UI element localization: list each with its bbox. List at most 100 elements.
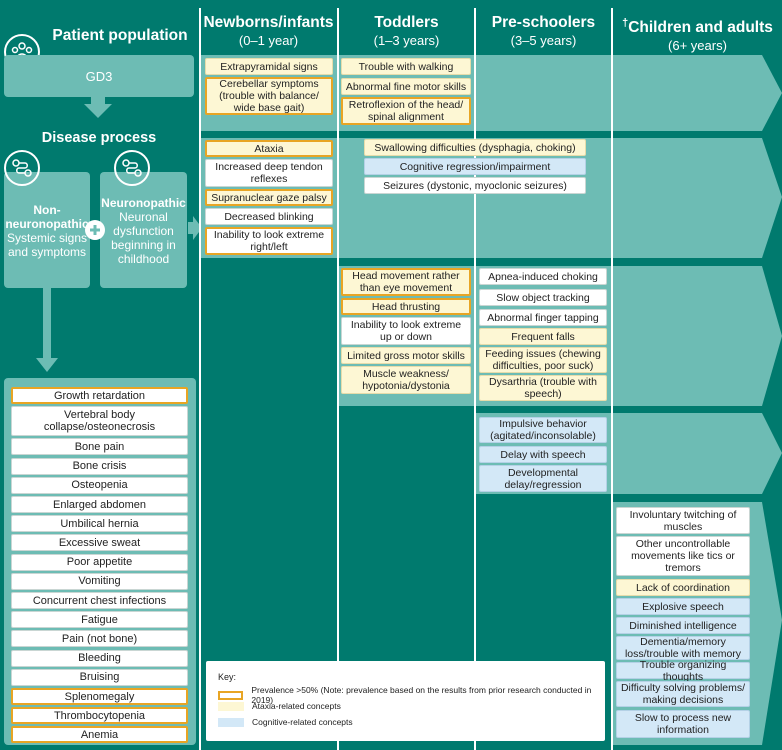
- symptom-box: Ataxia: [205, 140, 333, 157]
- column-subtitle: (0–1 year): [238, 33, 299, 48]
- symptom-box: Inability to look extreme right/left: [205, 227, 333, 255]
- neuronopathic-box: Neuronopathic Neuronal dysfunction begin…: [100, 172, 187, 288]
- legend-swatch-prevalence: [218, 690, 244, 700]
- systemic-item: Poor appetite: [11, 553, 188, 571]
- symptom-box: Diminished intelligence: [616, 617, 750, 634]
- symptom-box: Increased deep tendon reflexes: [205, 159, 333, 187]
- column-divider: [199, 8, 201, 750]
- symptom-box: Swallowing difficulties (dysphagia, chok…: [364, 139, 586, 156]
- legend-swatch-cognitive: [218, 717, 244, 727]
- band-2: [200, 138, 782, 258]
- symptom-box: Slow object tracking: [479, 289, 607, 306]
- non-neuronopathic-desc: Systemic signs and symptoms: [6, 231, 88, 259]
- symptom-box: Inability to look extreme up or down: [341, 317, 471, 345]
- symptom-box: Seizures (dystonic, myoclonic seizures): [364, 177, 586, 194]
- disease-process-title: Disease process: [41, 130, 157, 146]
- column-divider: [611, 8, 613, 750]
- systemic-item: Concurrent chest infections: [11, 592, 188, 609]
- column-header-newborns: Newborns/infants (0–1 year): [200, 14, 337, 49]
- systemic-item: Bleeding: [11, 649, 188, 667]
- column-divider: [337, 8, 339, 750]
- symptom-box: Feeding issues (chewing difficulties, po…: [479, 347, 607, 373]
- legend-label: Cognitive-related concepts: [252, 717, 353, 727]
- legend-title: Key:: [218, 672, 237, 682]
- column-subtitle: (6+ years): [668, 38, 727, 54]
- systemic-item: Anemia: [11, 726, 188, 744]
- column-divider: [474, 8, 476, 750]
- symptom-box: Slow to process new information: [616, 710, 750, 738]
- symptom-box: Head movement rather than eye movement: [341, 268, 471, 296]
- gd3-box: GD3: [4, 55, 194, 97]
- symptom-box: Abnormal fine motor skills: [341, 78, 471, 95]
- column-title: Toddlers: [374, 14, 439, 31]
- symptom-box: Delay with speech: [479, 446, 607, 463]
- systemic-item: Excessive sweat: [11, 534, 188, 552]
- column-title: Newborns/infants: [203, 14, 334, 31]
- down-arrow-systemic: [36, 288, 58, 372]
- column-subtitle: (1–3 years): [373, 33, 440, 48]
- symptom-box: Supranuclear gaze palsy: [205, 189, 333, 206]
- systemic-item: Vertebral body collapse/osteonecrosis: [11, 406, 188, 437]
- legend-ataxia: Ataxia-related concepts: [218, 701, 341, 711]
- neuronopathic-label: Neuronopathic: [101, 196, 186, 210]
- symptom-box: Lack of coordination: [616, 579, 750, 596]
- systemic-item: Bone crisis: [11, 457, 188, 475]
- patient-population-title: Patient population: [52, 27, 188, 44]
- process-icon: [114, 150, 150, 186]
- systemic-item: Enlarged abdomen: [11, 496, 188, 513]
- symptom-box: Cerebellar symptoms (trouble with balanc…: [205, 77, 333, 115]
- symptom-box: Impulsive behavior (agitated/inconsolabl…: [479, 417, 607, 443]
- systemic-item: Pain (not bone): [11, 630, 188, 648]
- systemic-item: Bruising: [11, 668, 188, 686]
- legend-key: Key: Prevalence >50% (Note: prevalence b…: [206, 661, 605, 741]
- symptom-box: Difficulty solving problems/ making deci…: [616, 681, 750, 707]
- symptom-box: Extrapyramidal signs: [205, 58, 333, 75]
- non-neuronopathic-label-1: Non-: [33, 203, 61, 217]
- column-title: Children and adults: [628, 19, 773, 37]
- symptom-box: Other uncontrollable movements like tics…: [616, 536, 750, 576]
- legend-swatch-ataxia: [218, 701, 244, 711]
- process-icon: [4, 150, 40, 186]
- symptom-box: Cognitive regression/impairment: [364, 158, 586, 175]
- legend-prevalence: Prevalence >50% (Note: prevalence based …: [218, 685, 605, 705]
- column-title: Pre-schoolers: [491, 14, 596, 31]
- symptom-box: Trouble organizing thoughts: [616, 659, 750, 683]
- column-subtitle: (3–5 years): [510, 33, 577, 48]
- symptom-box: Muscle weakness/ hypotonia/dystonia: [341, 366, 471, 394]
- dagger-mark: †: [622, 17, 629, 29]
- symptom-box: Apnea-induced choking: [479, 268, 607, 285]
- systemic-item: Splenomegaly: [11, 688, 188, 705]
- symptom-box: Retroflexion of the head/ spinal alignme…: [341, 97, 471, 125]
- neuronopathic-desc: Neuronal dysfunction beginning in childh…: [111, 210, 176, 266]
- symptom-box: Developmental delay/regression: [479, 465, 607, 492]
- symptom-box: Limited gross motor skills: [341, 347, 471, 364]
- down-arrow-gd3: [84, 97, 112, 118]
- non-neuronopathic-box: Non- neuronopathic Systemic signs and sy…: [4, 172, 90, 288]
- legend-cognitive: Cognitive-related concepts: [218, 717, 353, 727]
- column-header-preschoolers: Pre-schoolers (3–5 years): [476, 14, 611, 49]
- systemic-item: Thrombocytopenia: [11, 707, 188, 725]
- legend-label: Ataxia-related concepts: [252, 701, 341, 711]
- systemic-item: Umbilical hernia: [11, 515, 188, 533]
- symptom-box: Head thrusting: [341, 298, 471, 315]
- symptom-box: Decreased blinking: [205, 208, 333, 225]
- gd3-label: GD3: [85, 68, 113, 84]
- symptom-box: Involuntary twitching of muscles: [616, 507, 750, 534]
- symptom-box: Frequent falls: [479, 328, 607, 345]
- column-header-toddlers: Toddlers (1–3 years): [339, 14, 474, 49]
- symptom-box: Dementia/memory loss/trouble with memory: [616, 636, 750, 660]
- systemic-item: Osteopenia: [11, 476, 188, 494]
- symptom-box: Trouble with walking: [341, 58, 471, 75]
- symptom-box: Abnormal finger tapping: [479, 309, 607, 326]
- non-neuronopathic-label-2: neuronopathic: [5, 217, 89, 231]
- systemic-item: Vomiting: [11, 572, 188, 590]
- plus-icon: [85, 220, 105, 240]
- symptom-box: Dysarthria (trouble with speech): [479, 375, 607, 401]
- legend-label: Prevalence >50% (Note: prevalence based …: [251, 685, 592, 705]
- right-arrow-neuro: [188, 216, 202, 240]
- systemic-item: Growth retardation: [11, 387, 188, 404]
- symptom-box: Explosive speech: [616, 598, 750, 615]
- column-header-adults: †Children and adults (6+ years): [613, 14, 782, 54]
- systemic-item: Fatigue: [11, 611, 188, 629]
- systemic-item: Bone pain: [11, 438, 188, 456]
